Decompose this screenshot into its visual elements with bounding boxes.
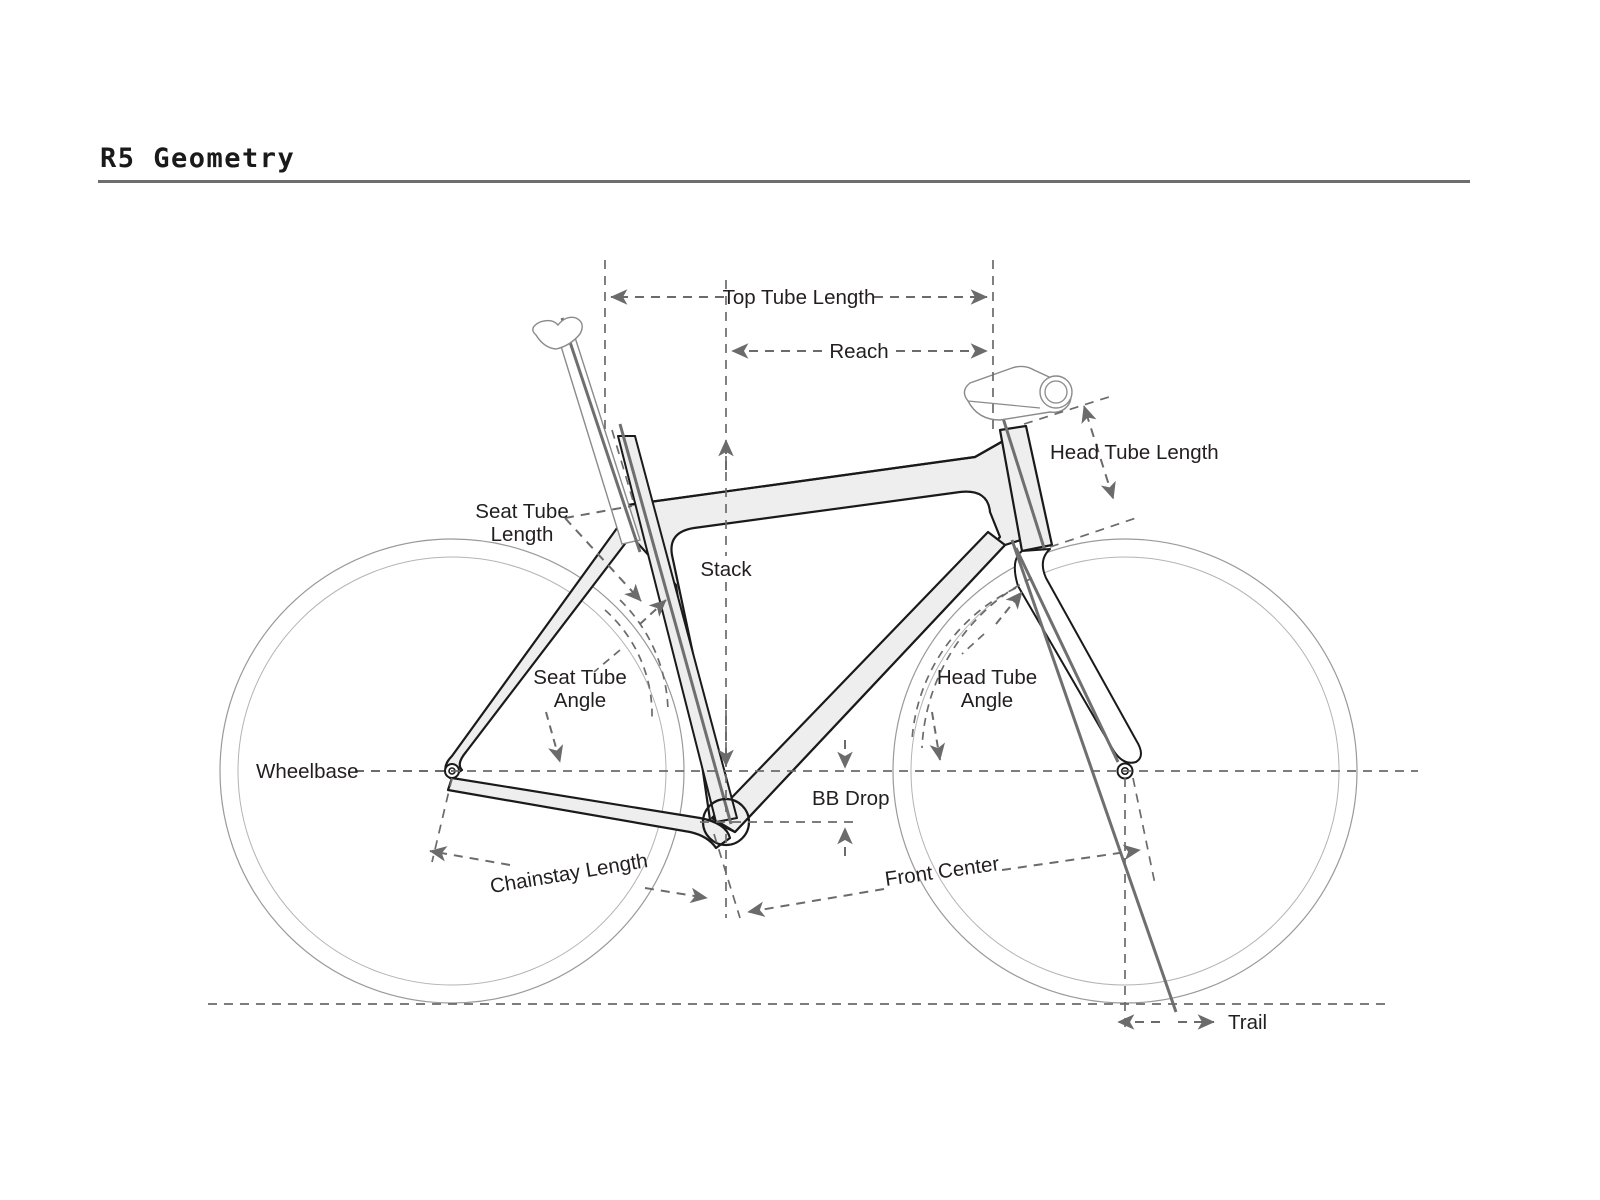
ext-line-fork-offset — [1132, 777, 1156, 885]
steering-axis-line — [1010, 539, 1178, 1013]
page-title: R5 Geometry — [100, 143, 296, 174]
frame-group — [444, 417, 1178, 1013]
title-block: R5 Geometry — [98, 142, 1470, 183]
dim-seat-tube-length-lead — [564, 505, 633, 519]
seatpost-centerline — [560, 317, 642, 553]
head-tube-angle-leader — [961, 633, 985, 655]
down-tube — [710, 530, 1007, 834]
label-stack: Stack — [700, 558, 752, 581]
head-tube-centerline — [1001, 417, 1047, 552]
angle-indicators-group — [545, 577, 1033, 763]
label-head-tube-length: Head Tube Length — [1050, 441, 1219, 464]
fork-blade — [1013, 548, 1142, 764]
label-front-center: Front Center — [884, 852, 1001, 891]
handlebar-clamp-bore — [1044, 380, 1068, 404]
chain-stay — [446, 776, 732, 850]
label-seat-tube-angle-line1: Seat Tube — [533, 666, 626, 689]
dim-head-tube-length — [1081, 405, 1116, 500]
top-tube — [627, 435, 1013, 507]
label-top-tube-length: Top Tube Length — [723, 286, 876, 309]
seatpost-saddle-group — [532, 316, 642, 553]
seat-tube-angle-leader — [593, 649, 621, 673]
seat-tube-angle-arc — [619, 599, 669, 713]
head-tube-angle-arc-outer — [921, 577, 1033, 749]
label-seat-tube-angle-line2: Angle — [554, 689, 606, 712]
seat-tube-angle-arc-inner — [604, 609, 653, 719]
labels-group: Top Tube Length Reach Head Tube Length S… — [256, 286, 1267, 1034]
head-angle-arc-head — [995, 591, 1023, 625]
ext-line-headtube-bottom-perp — [1049, 517, 1137, 548]
label-head-tube-angle-line1: Head Tube — [937, 666, 1037, 689]
head-tube-angle-pointer — [929, 711, 945, 761]
label-seat-tube-length-line1: Seat Tube — [475, 500, 568, 523]
angle-arc-heads-group — [639, 591, 1023, 625]
dim-front-center-right — [1001, 844, 1141, 871]
label-reach: Reach — [829, 340, 888, 363]
label-wheelbase: Wheelbase — [256, 760, 359, 783]
dimension-arrows-group — [355, 289, 1215, 1030]
label-head-tube-angle-line2: Angle — [961, 689, 1013, 712]
dim-chainstay-left — [429, 846, 511, 866]
stem-group — [963, 365, 1073, 421]
stem-top-edge — [967, 400, 1041, 409]
label-bb-drop: BB Drop — [812, 787, 889, 810]
label-seat-tube-length-line2: Length — [491, 523, 554, 546]
ext-line-seat-tube-extension — [611, 429, 635, 505]
saddle — [532, 316, 583, 350]
fork-crown-to-axle — [1014, 547, 1120, 763]
dim-seat-tube-length — [564, 517, 642, 602]
dim-chainstay-right — [644, 887, 708, 904]
seat-stay — [444, 522, 636, 780]
dim-front-center-left — [747, 888, 885, 917]
seat-tube-centerline — [618, 423, 733, 825]
title-divider — [98, 180, 1470, 183]
seat-tube-angle-pointer — [545, 711, 564, 763]
label-chainstay-length: Chainstay Length — [488, 849, 649, 898]
label-trail: Trail — [1228, 1011, 1267, 1034]
seat-angle-arc-head — [639, 599, 667, 625]
